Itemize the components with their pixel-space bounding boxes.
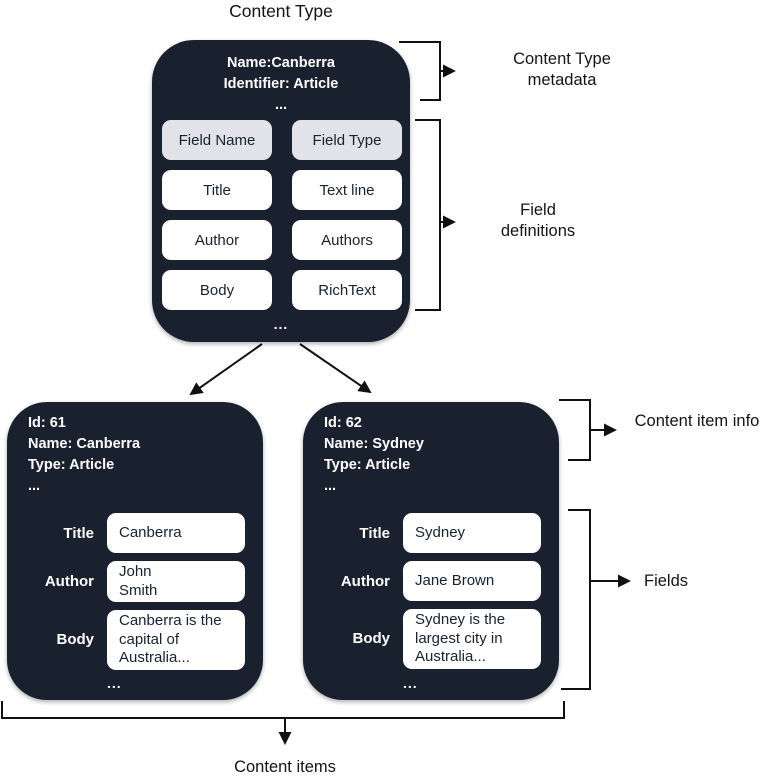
field-value: Sydney is the largest city in Australia.… (403, 609, 541, 669)
content-type-identifier: Identifier: Article (223, 76, 339, 92)
field-name-body: Body (162, 270, 272, 310)
item-type: Type: Article (28, 457, 115, 473)
item-ellipsis: ... (107, 675, 122, 691)
field-type-header: Field Type (292, 120, 402, 160)
field-label: Title (63, 524, 94, 542)
field-row-body: Body Canberra is the capital of Australi… (7, 610, 263, 670)
field-label: Author (340, 572, 390, 590)
field-row-title: Title Canberra (7, 513, 263, 553)
field-type-richtext: RichText (292, 270, 402, 310)
field-row-author: Author John Smith (7, 561, 263, 602)
content-item-info-block: Id: 61 Name: Canberra Type: Article ... (28, 413, 140, 497)
field-row-body: Body Sydney is the largest city in Austr… (303, 609, 559, 669)
content-type-ellipsis: ... (273, 316, 289, 332)
field-name-title: Title (162, 170, 272, 210)
field-type-textline: Text line (292, 170, 402, 210)
field-name-header: Field Name (162, 120, 272, 160)
bracket-content-items (1, 701, 565, 719)
item-fields: Title Sydney Author Jane Brown Body Sydn… (303, 513, 559, 669)
label-field-definitions: Field definitions (500, 201, 576, 240)
item-id: Id: 62 (324, 415, 362, 431)
field-value: Sydney (403, 513, 541, 553)
field-label: Body (352, 630, 391, 648)
label-content-items: Content items (234, 758, 336, 776)
field-value: John Smith (107, 561, 245, 602)
item-type: Type: Article (324, 457, 411, 473)
label-content-type-metadata: Content Type metadata (513, 50, 611, 89)
field-name-author: Author (162, 220, 272, 260)
item-id: Id: 61 (28, 415, 66, 431)
item-fields: Title Canberra Author John Smith Body Ca… (7, 513, 263, 670)
bracket-field-definitions (415, 119, 441, 311)
item-info-ellipsis: ... (324, 478, 337, 494)
field-row-title: Title Sydney (303, 513, 559, 553)
arrow-to-item-sydney (299, 343, 372, 394)
field-label: Author (44, 573, 94, 590)
field-label: Title (359, 524, 390, 542)
item-name: Name: Canberra (28, 436, 141, 452)
content-type-name: Name:Canberra (227, 55, 335, 71)
field-value: Jane Brown (403, 561, 541, 601)
arrow-to-item-canberra (189, 343, 263, 396)
item-name: Name: Sydney (324, 436, 424, 452)
diagram-title: Content Type (229, 1, 333, 21)
metadata-ellipsis: ... (274, 97, 288, 113)
content-item-box-sydney: Id: 62 Name: Sydney Type: Article ... Ti… (303, 402, 559, 700)
content-type-metadata-block: Name:Canberra Identifier: Article ... (152, 53, 410, 116)
field-value: Canberra (107, 513, 245, 553)
field-label: Body (56, 631, 95, 649)
field-type-authors: Authors (292, 220, 402, 260)
content-item-box-canberra: Id: 61 Name: Canberra Type: Article ... … (7, 402, 263, 700)
bracket-content-item-info (559, 399, 591, 461)
field-row-author: Author Jane Brown (303, 561, 559, 601)
label-fields: Fields (644, 572, 689, 590)
content-item-info-block: Id: 62 Name: Sydney Type: Article ... (324, 413, 424, 497)
field-definitions-table: Field Name Field Type Title Text line Au… (162, 120, 402, 310)
bracket-fields (561, 509, 591, 690)
content-type-box: Name:Canberra Identifier: Article ... Fi… (152, 40, 410, 342)
field-value: Canberra is the capital of Australia... (107, 610, 245, 670)
item-info-ellipsis: ... (28, 478, 41, 494)
item-ellipsis: ... (403, 675, 418, 691)
label-content-item-info: Content item info (634, 412, 760, 430)
